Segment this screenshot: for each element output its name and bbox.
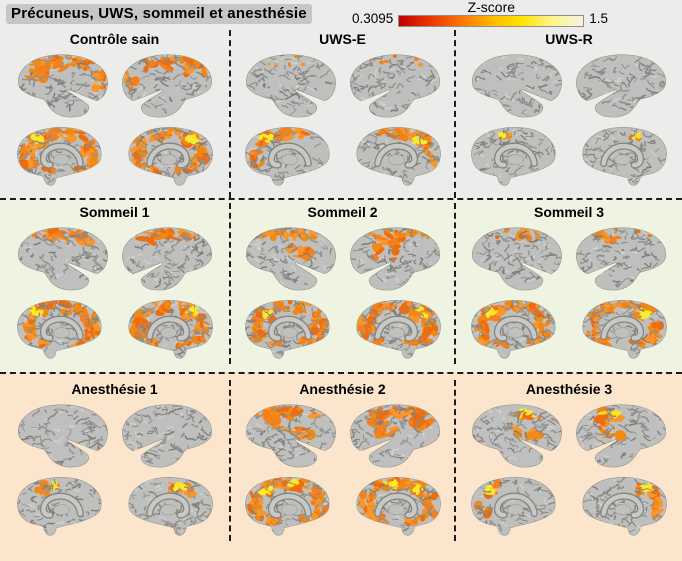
brain-lateral-left <box>472 404 562 468</box>
brain-maps <box>464 398 674 541</box>
brain-medial-right <box>356 300 441 359</box>
brain-maps <box>10 48 220 191</box>
lateral-views <box>238 221 448 292</box>
brain-medial-left <box>16 300 101 359</box>
medial-views <box>467 294 671 364</box>
medial-views <box>13 121 217 191</box>
brain-lateral-left <box>472 227 562 291</box>
brain-lateral-right <box>121 54 212 118</box>
colorbar-title: Z-score <box>467 0 516 15</box>
medial-views <box>467 121 671 191</box>
brain-medial-left <box>471 127 556 186</box>
medial-views <box>467 471 671 541</box>
brain-lateral-right <box>576 54 666 118</box>
brain-lateral-right <box>121 404 212 468</box>
lateral-views <box>464 221 674 292</box>
brain-medial-right <box>582 477 667 536</box>
brain-lateral-left <box>245 404 336 468</box>
brain-medial-left <box>16 477 101 536</box>
medial-views <box>241 471 445 541</box>
brain-lateral-left <box>17 227 108 291</box>
row-sommeil: Sommeil 1 Sommeil 2 Sommeil 3 <box>0 198 682 372</box>
brain-maps <box>464 48 674 191</box>
brain-lateral-right <box>349 54 440 118</box>
lateral-views <box>238 48 448 119</box>
lateral-views <box>464 48 674 119</box>
brain-lateral-left <box>472 54 562 118</box>
panel-label: Sommeil 1 <box>79 204 150 220</box>
brain-maps <box>464 221 674 364</box>
row-anesthesie: Anesthésie 1 Anesthésie 2 Anesthésie 3 <box>0 372 682 561</box>
brain-lateral-left <box>17 404 108 468</box>
brain-medial-right <box>356 477 441 536</box>
panel-uws-r: UWS-R <box>456 30 682 198</box>
lateral-views <box>10 221 220 292</box>
lateral-views <box>10 398 220 469</box>
brain-medial-left <box>244 300 329 359</box>
brain-medial-left <box>471 300 556 359</box>
medial-views <box>13 471 217 541</box>
panel-anesthesie-1: Anesthésie 1 <box>0 380 231 541</box>
brain-medial-left <box>16 127 101 186</box>
brain-medial-right <box>128 477 213 536</box>
panel-label: Anesthésie 3 <box>525 381 613 397</box>
panel-label: Sommeil 2 <box>307 204 378 220</box>
brain-maps <box>238 398 448 541</box>
panel-sommeil-3: Sommeil 3 <box>456 203 682 364</box>
panel-label: UWS-R <box>545 31 593 47</box>
panel-anesthesie-2: Anesthésie 2 <box>231 380 456 541</box>
colorbar-gradient-bar <box>398 15 585 27</box>
brain-maps <box>10 221 220 364</box>
panel-sommeil-2: Sommeil 2 <box>231 203 456 364</box>
panel-label: Contrôle sain <box>69 31 160 47</box>
panel-controle-sain: Contrôle sain <box>0 30 231 198</box>
colorbar-min-value: 0.3095 <box>352 11 394 26</box>
brain-medial-right <box>582 300 667 359</box>
medial-views <box>241 294 445 364</box>
panel-label: Anesthésie 2 <box>299 381 386 397</box>
colorbar-max-value: 1.5 <box>589 11 609 26</box>
brain-medial-right <box>356 127 441 186</box>
brain-medial-left <box>471 477 556 536</box>
brain-lateral-right <box>576 227 666 291</box>
brain-maps <box>10 398 220 541</box>
brain-lateral-left <box>17 54 108 118</box>
medial-views <box>241 121 445 191</box>
brain-medial-right <box>128 300 213 359</box>
brain-maps <box>238 221 448 364</box>
panel-label: UWS-E <box>319 31 366 47</box>
brain-lateral-right <box>349 404 440 468</box>
brain-lateral-right <box>349 227 440 291</box>
lateral-views <box>10 48 220 119</box>
lateral-views <box>464 398 674 469</box>
figure-header: Précuneus, UWS, sommeil et anesthésie 0.… <box>0 0 682 30</box>
medial-views <box>13 294 217 364</box>
brain-medial-right <box>582 127 667 186</box>
panel-anesthesie-3: Anesthésie 3 <box>456 380 682 541</box>
brain-medial-left <box>244 127 329 186</box>
brain-lateral-left <box>245 227 336 291</box>
brain-medial-right <box>128 127 213 186</box>
panel-label: Sommeil 3 <box>533 204 605 220</box>
lateral-views <box>238 398 448 469</box>
brain-maps <box>238 48 448 191</box>
brain-medial-left <box>244 477 329 536</box>
panel-sommeil-1: Sommeil 1 <box>0 203 231 364</box>
colorbar: 0.3095 Z-score 1.5 <box>352 0 608 27</box>
brain-lateral-right <box>121 227 212 291</box>
row-baseline-conditions: Précuneus, UWS, sommeil et anesthésie 0.… <box>0 0 682 198</box>
brain-lateral-left <box>245 54 336 118</box>
brain-lateral-right <box>576 404 666 468</box>
panel-uws-e: UWS-E <box>231 30 456 198</box>
figure-title: Précuneus, UWS, sommeil et anesthésie <box>6 4 312 24</box>
panel-label: Anesthésie 1 <box>71 381 158 397</box>
